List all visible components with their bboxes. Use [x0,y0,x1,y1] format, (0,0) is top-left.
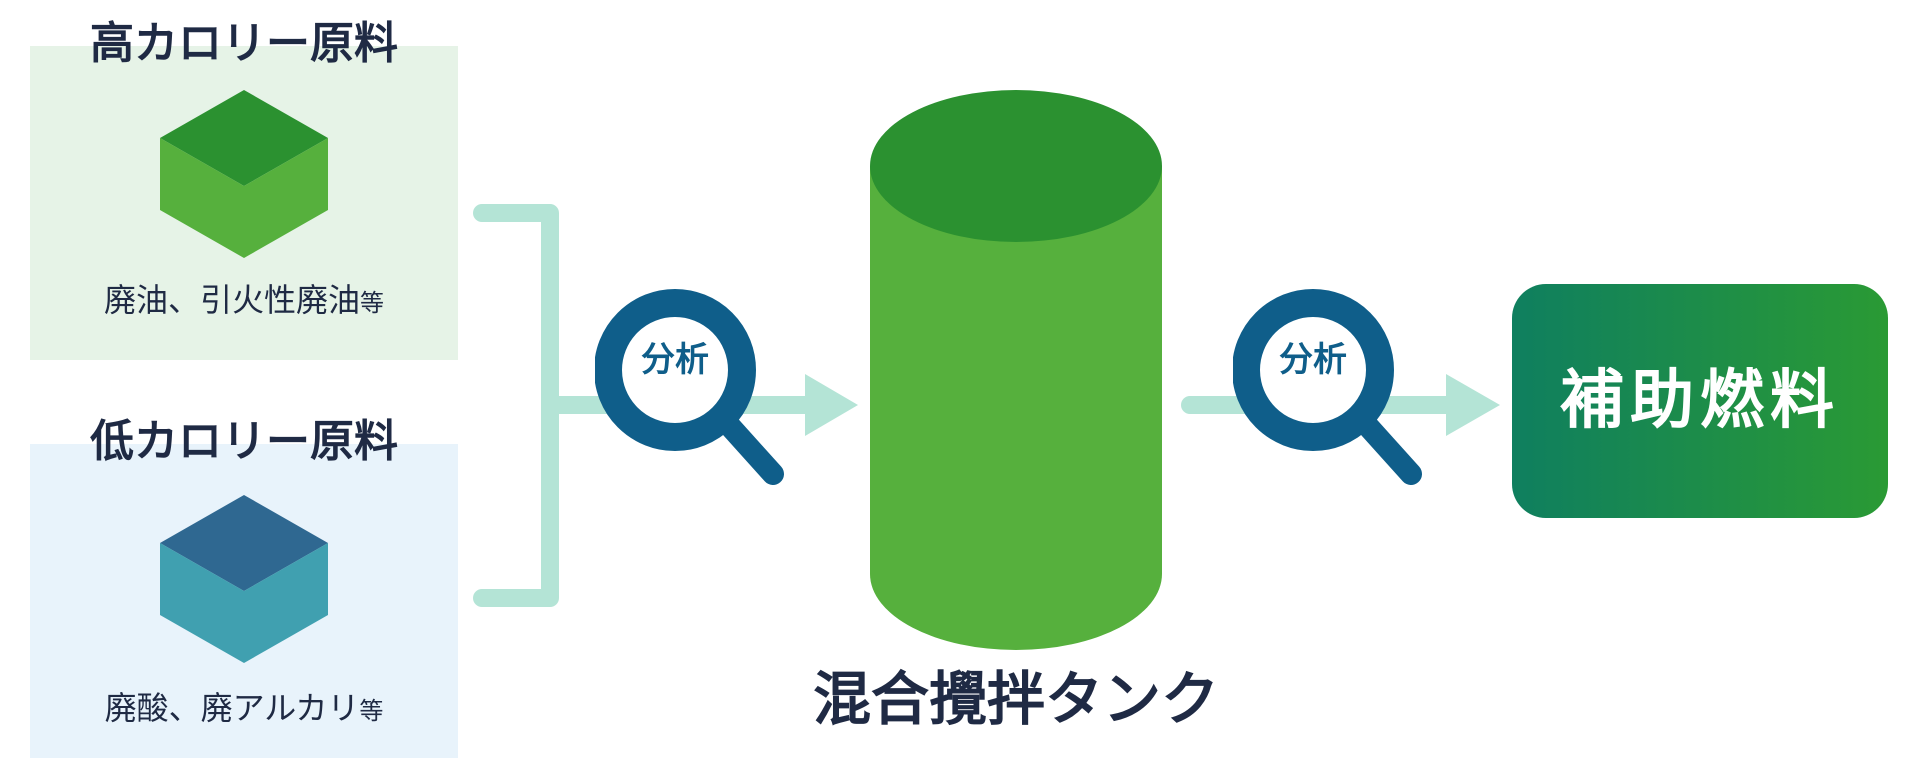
arrow-to-product [1446,374,1500,436]
analysis-magnifier-2: 分析 [1232,288,1433,508]
low-calorie-example-suffix: 等 [359,697,384,725]
cube-right-face [244,138,328,258]
magnifier-icon [594,289,784,485]
high-calorie-example-suffix: 等 [360,289,384,317]
magnifier-icon [1232,289,1422,485]
cube-left-face [160,138,244,258]
arrow-to-tank [805,374,858,436]
auxiliary-fuel-box: 補助燃料 [1512,284,1888,518]
low-calorie-cube-icon [160,495,328,663]
high-calorie-title: 高カロリー原料 [90,18,398,69]
low-calorie-title: 低カロリー原料 [90,416,398,467]
mixing-tank-label: 混合攪拌タンク [812,665,1219,733]
auxiliary-fuel-label: 補助燃料 [1560,364,1840,438]
high-calorie-example-text: 廃油、引火性廃油 [103,281,360,319]
high-calorie-example: 廃油、引火性廃油等 [30,284,458,316]
analysis-label-1: 分析 [641,340,709,380]
tank-body [870,166,1162,650]
cube-left-face [160,543,244,663]
analysis-magnifier-1: 分析 [594,288,795,508]
magnifier-ring [594,289,756,451]
tank-top [870,90,1162,242]
mixing-tank-icon [870,90,1162,650]
merge-bracket [473,204,559,607]
low-calorie-example: 廃酸、廃アルカリ等 [30,692,458,724]
cube-right-face [244,543,328,663]
high-calorie-cube-icon [160,90,328,258]
analysis-label-2: 分析 [1279,340,1347,380]
low-calorie-example-text: 廃酸、廃アルカリ [104,689,360,727]
magnifier-ring [1232,289,1394,451]
